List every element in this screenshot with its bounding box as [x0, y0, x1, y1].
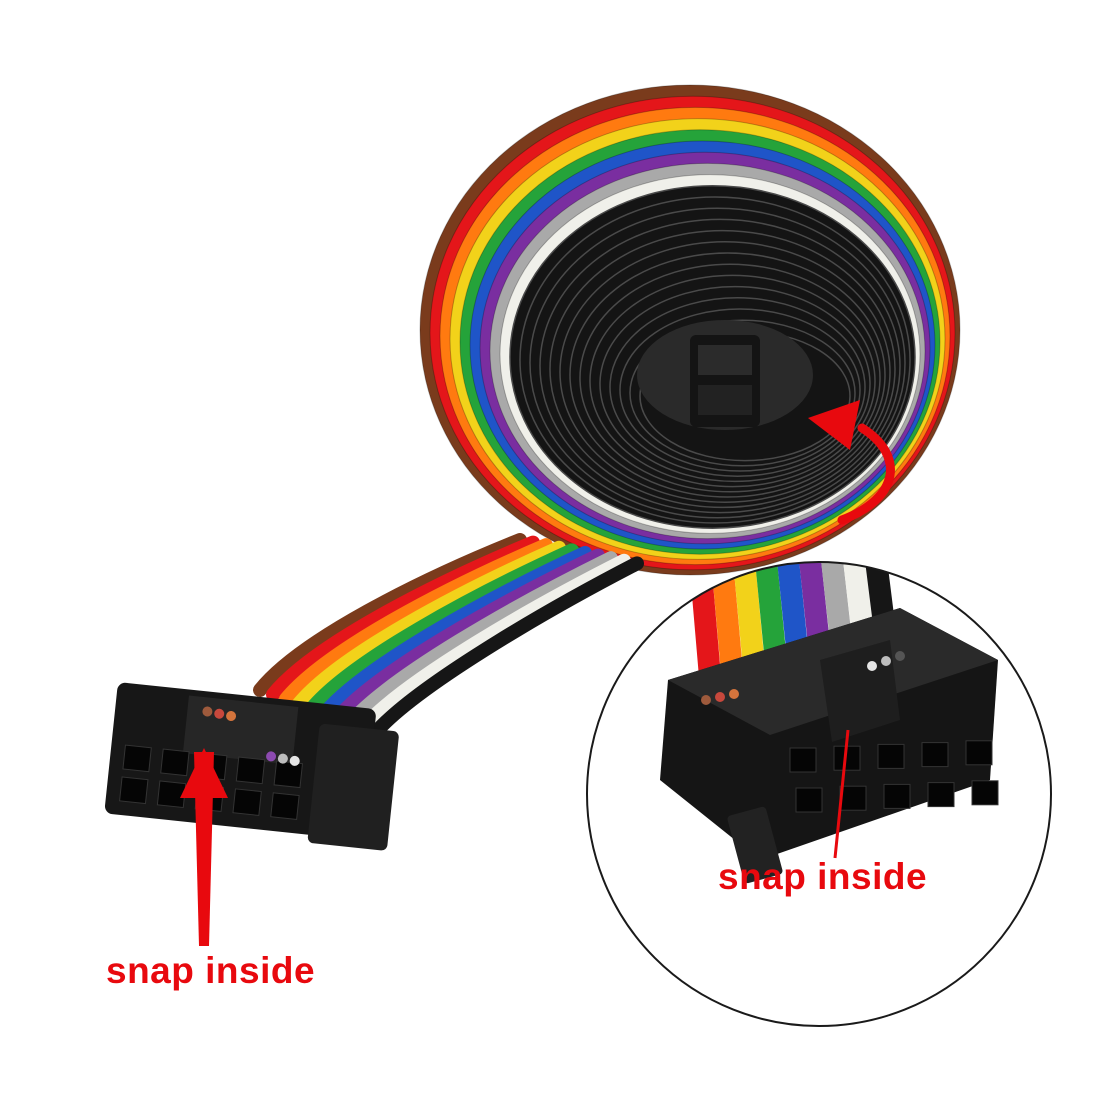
snap-inside-label-main: snap inside [106, 950, 316, 991]
idc-connector-main [104, 682, 399, 851]
cable-ribbon [253, 533, 644, 738]
snap-inside-label-inset: snap inside [718, 856, 928, 897]
curved-arrow-icon [808, 400, 895, 525]
idc-connector-inset [660, 608, 999, 884]
arrow-up-icon [180, 748, 228, 946]
inset-magnifier [586, 561, 1052, 1027]
inner-connector [690, 335, 760, 427]
